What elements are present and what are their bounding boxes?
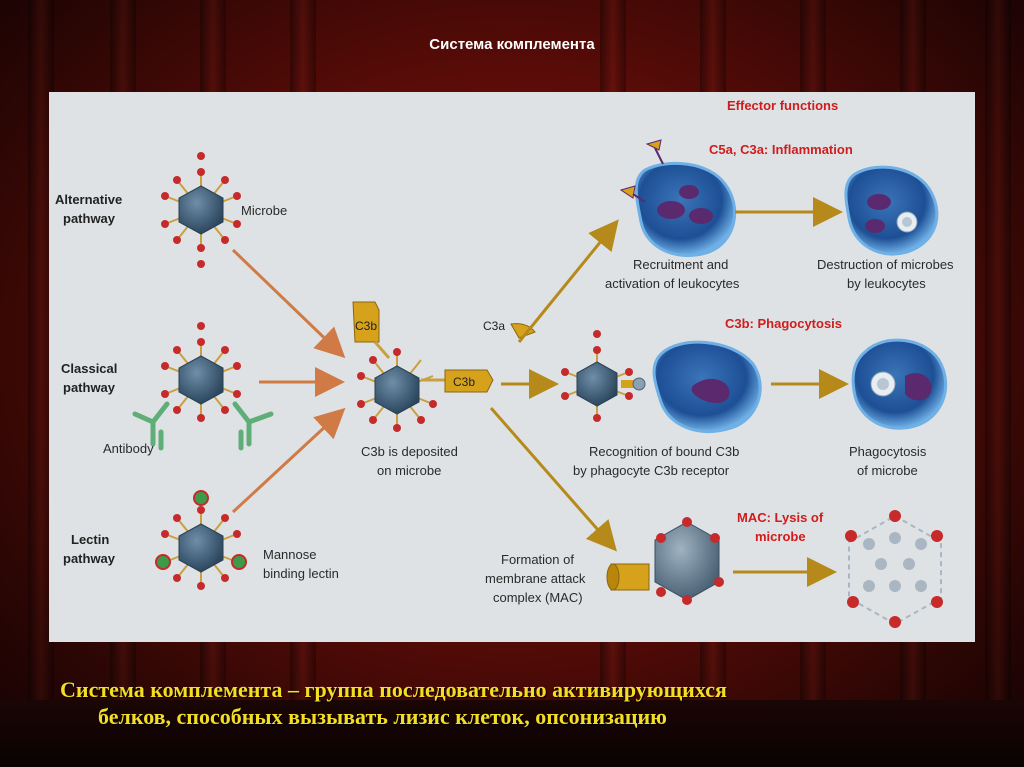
microbe-alternative (161, 152, 241, 268)
antibody-label: Antibody (103, 441, 154, 456)
c3b-top-label: C3b (355, 319, 377, 333)
svg-text:by phagocyte C3b receptor: by phagocyte C3b receptor (573, 463, 730, 478)
slide-title: Система комплемента (429, 36, 595, 53)
svg-text:on microbe: on microbe (377, 463, 441, 478)
svg-text:Classical: Classical (61, 361, 117, 376)
phagocytosis-label: Phagocytosis of microbe (849, 444, 927, 478)
antibody-left-icon (132, 401, 170, 451)
phagocytosed-microbe-icon (851, 338, 948, 430)
c3b-top-icon (352, 301, 391, 359)
antibody-right-icon (232, 401, 274, 451)
effector-functions-label: Effector functions (727, 98, 838, 113)
svg-text:Recognition of bound C3b: Recognition of bound C3b (589, 444, 739, 459)
svg-text:Formation of: Formation of (501, 552, 574, 567)
svg-text:Phagocytosis: Phagocytosis (849, 444, 927, 459)
leukocyte-recruit-icon (619, 139, 737, 257)
c3a-label: C3a (483, 319, 505, 333)
mac-formation-label: Formation of membrane attack complex (MA… (485, 552, 586, 605)
arrow-lectin (231, 407, 346, 514)
microbe-with-c3b (357, 348, 437, 432)
svg-text:pathway: pathway (63, 380, 116, 395)
svg-text:pathway: pathway (63, 211, 116, 226)
destruction-label: Destruction of microbes by leukocytes (817, 257, 954, 291)
effect-inflammation: C5a, C3a: Inflammation (709, 142, 853, 157)
svg-text:binding lectin: binding lectin (263, 566, 339, 581)
leukocyte-destroy-icon (844, 165, 939, 256)
recruitment-label: Recruitment and activation of leukocytes (605, 257, 740, 291)
c3b-side-icon (421, 369, 494, 393)
svg-text:membrane attack: membrane attack (485, 571, 586, 586)
arrow-to-mac (489, 407, 617, 552)
svg-text:by leukocytes: by leukocytes (847, 276, 926, 291)
mac-complex-icon (606, 517, 724, 605)
microbe-classical (161, 322, 241, 422)
svg-text:of microbe: of microbe (857, 463, 918, 478)
arrow-to-inflammation (517, 219, 619, 343)
lysed-microbe-icon (845, 510, 943, 628)
microbe-lectin (155, 490, 247, 590)
svg-text:activation of leukocytes: activation of leukocytes (605, 276, 740, 291)
slide-footer-text: Система комплемента – группа последовате… (60, 676, 980, 730)
svg-text:complex (MAC): complex (MAC) (493, 590, 583, 605)
mannose-binding-lectin-label: Mannose binding lectin (263, 547, 339, 581)
svg-text:pathway: pathway (63, 551, 116, 566)
classical-pathway-label: Classical pathway (61, 361, 117, 395)
microbe-bound-c3b-icon (561, 330, 646, 422)
effect-phagocytosis: C3b: Phagocytosis (725, 316, 842, 331)
svg-text:Mannose: Mannose (263, 547, 316, 562)
footer-line-2: белков, способных вызывать лизис клеток,… (98, 704, 667, 729)
c3b-deposited-label: C3b is deposited on microbe (361, 444, 458, 478)
svg-text:microbe: microbe (755, 529, 806, 544)
svg-text:Alternative: Alternative (55, 192, 122, 207)
c3a-icon (510, 323, 536, 339)
svg-text:Destruction of microbes: Destruction of microbes (817, 257, 954, 272)
stage-floor (0, 700, 1024, 767)
footer-line-1: Система комплемента – группа последовате… (60, 677, 727, 702)
phagocyte-icon (652, 340, 762, 433)
alternative-pathway-label: Alternative pathway (55, 192, 122, 226)
microbe-label: Microbe (241, 203, 287, 218)
lectin-pathway-label: Lectin pathway (63, 532, 116, 566)
recognition-label: Recognition of bound C3b by phagocyte C3… (573, 444, 739, 478)
arrow-alternative (231, 248, 346, 359)
svg-text:Lectin: Lectin (71, 532, 109, 547)
complement-diagram: Effector functions Alternative pathway C… (49, 92, 975, 642)
c3b-side-label: C3b (453, 375, 475, 389)
svg-text:MAC: Lysis of: MAC: Lysis of (737, 510, 824, 525)
svg-text:C3b is deposited: C3b is deposited (361, 444, 458, 459)
effect-mac-lysis: MAC: Lysis of microbe (737, 510, 824, 544)
svg-text:Recruitment and: Recruitment and (633, 257, 728, 272)
